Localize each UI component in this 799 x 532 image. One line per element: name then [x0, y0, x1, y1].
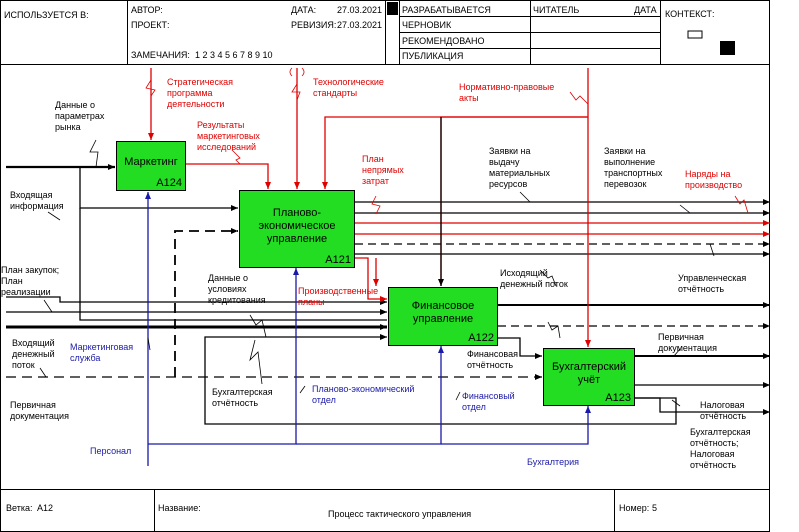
label-primary-docs-in: Первичная документация — [10, 400, 69, 421]
label-outgoing-cash: Исходящий денежный поток — [500, 268, 568, 289]
label-tech-standards: Технологические стандарты — [313, 77, 384, 98]
label-tax-reports: Налоговая отчётность — [700, 400, 747, 421]
label-transport-requests: Заявки на выполнение транспортных перево… — [604, 146, 663, 189]
node-value: А12 — [37, 503, 54, 513]
label-market-data: Данные о параметрах рынка — [55, 100, 105, 132]
label-strategic-program: Стратегическая программа деятельности — [167, 77, 233, 109]
date-label: ДАТА: — [291, 5, 317, 15]
author-label: АВТОР: — [131, 5, 163, 15]
context-label: КОНТЕКСТ: — [665, 9, 715, 19]
label-normative-acts: Нормативно-правовые акты — [459, 82, 555, 103]
activity-number: А121 — [325, 254, 351, 266]
status-working: РАЗРАБАТЫВАЕТСЯ — [402, 5, 491, 15]
activity-name: Финансовое управление — [411, 300, 475, 325]
number-value: 5 — [652, 503, 658, 513]
label-accounting: Бухгалтерия — [527, 457, 579, 467]
notes-label: ЗАМЕЧАНИЯ: — [131, 50, 190, 60]
label-finance-dept: Финансовый отдел — [462, 391, 515, 412]
status-draft: ЧЕРНОВИК — [402, 20, 452, 30]
label-incoming-money: Входящий денежный поток — [12, 338, 55, 370]
label-credit-terms: Данные о условиях кредитования — [208, 273, 266, 305]
label-production-orders: Наряды на производство — [685, 169, 743, 190]
context-box-filled — [720, 41, 735, 55]
label-financial-reports: Финансовая отчётность — [467, 349, 518, 370]
label-mgmt-reports: Управленческая отчётность — [678, 273, 747, 294]
reader-date-label: ДАТА — [634, 5, 657, 15]
title-label: Название: — [158, 503, 201, 513]
label-indirect-costs-plan: План непрямых затрат — [362, 154, 404, 186]
diagram-title: Процесс тактического управления — [328, 509, 472, 519]
status-recommended: РЕКОМЕНДОВАНО — [402, 36, 485, 46]
label-marketing-service: Маркетинговая служба — [70, 342, 134, 363]
label-acc-reports: Бухгалтерская отчётность — [212, 387, 273, 408]
status-marker — [387, 2, 398, 15]
label-purchase-plan: План закупок; План реализации — [1, 265, 60, 297]
label-resource-requests: Заявки на выдачу материальных ресурсов — [489, 146, 550, 189]
revision-value: 27.03.2021 — [337, 20, 383, 30]
node-label: Ветка: — [6, 503, 33, 513]
activity-number: А124 — [156, 177, 182, 189]
activity-box-a121[interactable]: Планово- экономическое управление А121 — [239, 190, 355, 268]
label-primary-docs-out: Первичная документация — [658, 332, 717, 353]
context-box-outline — [687, 30, 703, 39]
activity-box-a124[interactable]: Маркетинг А124 — [116, 141, 186, 191]
activity-box-a123[interactable]: Бухгалтерский учёт А123 — [543, 348, 635, 406]
activity-name: Планово- экономическое управление — [258, 207, 336, 245]
activity-number: А122 — [468, 332, 494, 344]
number-label: Номер: — [619, 503, 650, 513]
label-planning-dept: Планово-экономический отдел — [312, 384, 415, 405]
used-at-label: ИСПОЛЬЗУЕТСЯ В: — [4, 10, 89, 20]
revision-label: РЕВИЗИЯ: — [291, 20, 337, 30]
project-label: ПРОЕКТ: — [131, 20, 170, 30]
label-marketing-results: Результаты маркетинговых исследований — [197, 120, 260, 152]
notes-numbers: 1 2 3 4 5 6 7 8 9 10 — [195, 50, 273, 60]
reader-label: ЧИТАТЕЛЬ — [533, 5, 580, 15]
activity-name: Бухгалтерский учёт — [551, 361, 627, 386]
label-incoming-info: Входящая информация — [10, 190, 64, 211]
label-production-plans: Производственные планы — [298, 286, 379, 307]
activity-box-a122[interactable]: Финансовое управление А122 — [388, 287, 498, 346]
label-staff: Персонал — [90, 446, 132, 456]
activity-number: А123 — [605, 392, 631, 404]
status-publication: ПУБЛИКАЦИЯ — [402, 51, 464, 61]
date-value: 27.03.2021 — [337, 5, 383, 15]
label-acc-tax-reports: Бухгалтерская отчётность; Налоговая отчё… — [690, 427, 751, 470]
activity-name: Маркетинг — [124, 156, 178, 168]
